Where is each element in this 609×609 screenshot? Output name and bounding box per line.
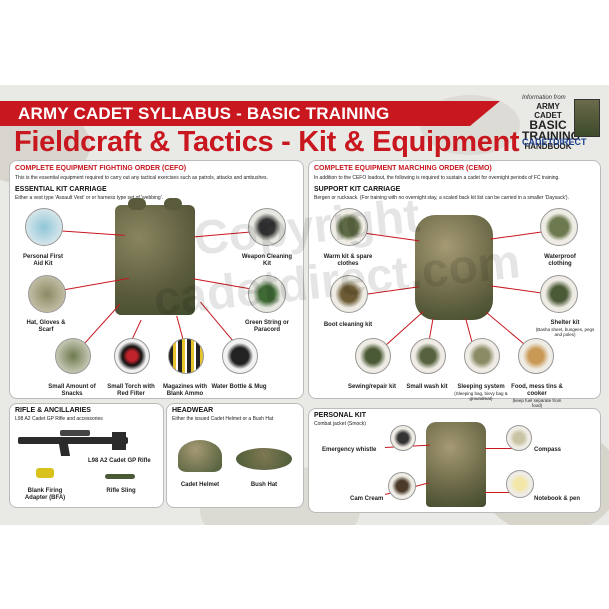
cam-cream-icon bbox=[388, 472, 416, 500]
syllabus-banner: ARMY CADET SYLLABUS - BASIC TRAINING INF… bbox=[0, 101, 500, 126]
hat-gloves-scarf-image bbox=[28, 275, 66, 313]
torch-image bbox=[114, 338, 150, 374]
waterproof-clothing-image bbox=[540, 208, 578, 246]
warm-kit-label: Warm kit & spare clothes bbox=[323, 254, 373, 267]
cadetdirect-logo: CADETDIRECT bbox=[522, 137, 587, 147]
book-line1: ARMY CADET bbox=[534, 102, 562, 120]
boot-cleaning-kit-label: Boot cleaning kit bbox=[323, 322, 373, 328]
cemo-carriage-heading: SUPPORT KIT CARRIAGE bbox=[314, 186, 401, 193]
first-aid-kit-image bbox=[25, 208, 63, 246]
bfa-label: Blank Firing Adapter (BFA) bbox=[24, 488, 66, 501]
sleeping-system-image bbox=[464, 338, 500, 374]
bush-hat-image bbox=[236, 448, 292, 470]
shelter-kit-image bbox=[540, 275, 578, 313]
boot-cleaning-kit-image bbox=[330, 275, 368, 313]
personal-kit-heading: PERSONAL KIT bbox=[314, 412, 366, 419]
personal-kit-description: Combat jacket (Smock) bbox=[314, 421, 366, 427]
bush-hat-label: Bush Hat bbox=[250, 482, 278, 488]
rifle-body-image bbox=[18, 437, 128, 444]
cefo-heading: COMPLETE EQUIPMENT FIGHTING ORDER (CEFO) bbox=[15, 165, 187, 172]
shelter-kit-label: Shelter kit(Basha sheet, bungees, pegs a… bbox=[534, 320, 596, 337]
combat-smock-image bbox=[426, 422, 486, 507]
cam-cream-label: Cam Cream bbox=[350, 496, 384, 502]
assault-vest-image bbox=[115, 205, 195, 315]
hat-gloves-scarf-label: Hat, Gloves & Scarf bbox=[26, 320, 66, 333]
food-cooker-title: Food, mess tins & cooker bbox=[511, 384, 563, 397]
connector-compass bbox=[485, 448, 525, 449]
cemo-description: In addition to the CEFO loadout, the fol… bbox=[314, 175, 560, 181]
vest-strap-right bbox=[164, 198, 182, 210]
weapon-cleaning-kit-image bbox=[248, 208, 286, 246]
cadet-helmet-image bbox=[178, 440, 222, 472]
book-line4: HANDBOOK bbox=[524, 142, 572, 151]
rifle-sling-label: Rifle Sling bbox=[106, 488, 136, 494]
notebook-icon bbox=[506, 470, 534, 498]
sewing-kit-label: Sewing/repair kit bbox=[347, 384, 396, 390]
headwear-description: Either the issued Cadet Helmet or a Bush… bbox=[172, 416, 274, 422]
whistle-label: Emergency whistle bbox=[322, 447, 377, 453]
paracord-image bbox=[248, 275, 286, 313]
shelter-kit-title: Shelter kit bbox=[550, 320, 580, 326]
paracord-label: Green String or Paracord bbox=[244, 320, 289, 333]
food-cooker-image bbox=[518, 338, 554, 374]
handbook-promo: Information from ARMY CADET BASIC TRAINI… bbox=[522, 95, 600, 155]
headwear-heading: HEADWEAR bbox=[172, 407, 214, 414]
cadet-helmet-label: Cadet Helmet bbox=[180, 482, 220, 488]
bfa-image bbox=[36, 468, 54, 478]
vest-strap-left bbox=[128, 198, 146, 210]
water-bottle-image bbox=[222, 338, 258, 374]
cefo-description: This is the essential equipment required… bbox=[15, 175, 268, 181]
rifle-heading: RIFLE & ANCILLARIES bbox=[15, 407, 91, 414]
book-title: ARMY CADET BASIC TRAINING HANDBOOK bbox=[522, 102, 580, 151]
compass-label: Compass bbox=[534, 447, 562, 453]
waterproof-clothing-label: Waterproof clothing bbox=[544, 254, 576, 267]
magazines-image bbox=[168, 338, 204, 374]
rifle-stock-image bbox=[112, 432, 126, 450]
weapon-cleaning-kit-label: Weapon Cleaning Kit bbox=[241, 254, 293, 267]
sewing-kit-image bbox=[355, 338, 391, 374]
warm-kit-image bbox=[330, 208, 368, 246]
snacks-image bbox=[55, 338, 91, 374]
notebook-label: Notebook & pen bbox=[534, 496, 580, 502]
food-cooker-note: (keep fuel separate from food) bbox=[512, 398, 562, 408]
water-bottle-label: Water Bottle & Mug bbox=[211, 384, 267, 390]
page-title: Fieldcraft & Tactics - Kit & Equipment bbox=[14, 126, 520, 158]
bergen-rucksack-image bbox=[415, 215, 493, 320]
book-cover-image bbox=[574, 99, 600, 137]
first-aid-kit-label: Personal First Aid Kit bbox=[22, 254, 63, 267]
rifle-sight-image bbox=[60, 430, 90, 436]
wash-kit-label: Small wash kit bbox=[406, 384, 448, 390]
rifle-label: L98 A2 Cadet GP Rifle bbox=[88, 458, 151, 464]
rifle-description: L98 A2 Cadet GP Rifle and accessories bbox=[15, 416, 103, 422]
wash-kit-image bbox=[410, 338, 446, 374]
sleeping-system-note: (Sleeping bag, bivvy bag & groundmat) bbox=[454, 391, 508, 401]
banner-text: ARMY CADET SYLLABUS - BASIC TRAINING INF… bbox=[18, 104, 390, 123]
connector-notebook bbox=[485, 492, 525, 493]
book-line2: BASIC bbox=[529, 118, 567, 132]
rifle-sling-image bbox=[105, 474, 135, 479]
torch-label: Small Torch with Red Filter bbox=[107, 384, 155, 397]
magazines-label: Magazines with Blank Ammo bbox=[162, 384, 207, 397]
book-info-from: Information from bbox=[522, 95, 566, 101]
cemo-heading: COMPLETE EQUIPMENT MARCHING ORDER (CEMO) bbox=[314, 165, 492, 172]
cefo-carriage-description: Either a vest type 'Assault Vest' or or … bbox=[15, 195, 164, 201]
food-cooker-label: Food, mess tins & cooker(keep fuel separ… bbox=[508, 384, 566, 408]
whistle-icon bbox=[390, 425, 416, 451]
shelter-kit-note: (Basha sheet, bungees, pegs and poles) bbox=[535, 327, 595, 337]
rifle-panel bbox=[9, 403, 164, 508]
rifle-magazine-image bbox=[58, 444, 71, 456]
cefo-carriage-heading: ESSENTIAL KIT CARRIAGE bbox=[15, 186, 107, 193]
sleeping-system-title: Sleeping system bbox=[457, 384, 505, 390]
snacks-label: Small Amount of Snacks bbox=[48, 384, 96, 397]
book-line3: TRAINING bbox=[522, 129, 580, 143]
sleeping-system-label: Sleeping system(Sleeping bag, bivvy bag … bbox=[452, 384, 510, 401]
compass-icon bbox=[506, 425, 532, 451]
cemo-carriage-description: Bergen or rucksack. (For training with n… bbox=[314, 195, 569, 201]
